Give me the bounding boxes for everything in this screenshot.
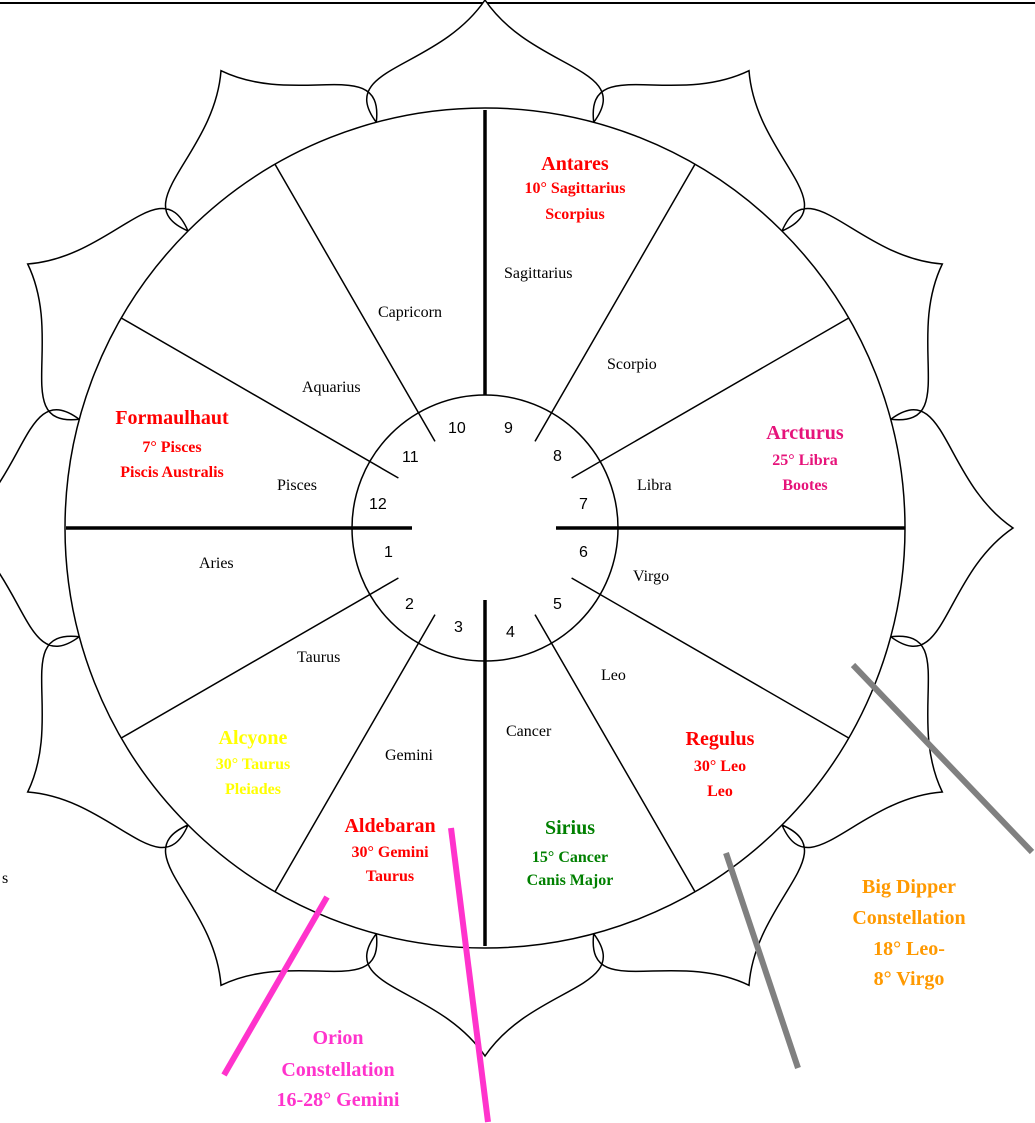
house-number-11: 11 — [402, 449, 419, 466]
star-aldebaran: Aldebaran 30° Gemini Taurus — [344, 815, 435, 885]
star-alcyone-degree: 30° Taurus — [216, 756, 290, 773]
star-antares: Antares 10° Sagittarius Scorpius — [524, 153, 625, 223]
big-dipper-label-line3: 18° Leo- — [873, 938, 945, 960]
house-number-4: 4 — [506, 624, 515, 641]
house-number-7: 7 — [579, 496, 588, 513]
house-divider-line — [274, 614, 436, 893]
big-dipper-label-line4: 8° Virgo — [874, 968, 945, 990]
big-dipper-label: Big Dipper Constellation 18° Leo- 8° Vir… — [852, 876, 965, 990]
edge-glyph: s — [2, 870, 8, 887]
house-number-9: 9 — [504, 420, 513, 437]
orion-pointer-right — [448, 827, 491, 1123]
sign-sagittarius: Sagittarius — [504, 265, 572, 282]
sign-libra: Libra — [637, 477, 672, 494]
star-sirius-name: Sirius — [545, 817, 595, 839]
star-formaulhaut-degree: 7° Pisces — [142, 439, 201, 456]
star-arcturus-name: Arcturus — [766, 422, 844, 444]
house-number-3: 3 — [454, 619, 463, 636]
house-number-12: 12 — [369, 496, 387, 513]
sign-gemini: Gemini — [385, 747, 434, 764]
star-formaulhaut-name: Formaulhaut — [115, 407, 229, 429]
sign-scorpio: Scorpio — [607, 356, 657, 373]
sign-taurus: Taurus — [297, 649, 340, 666]
orion-label-line2: Constellation — [281, 1059, 394, 1081]
star-regulus-name: Regulus — [686, 728, 755, 750]
star-alcyone-name: Alcyone — [219, 727, 288, 749]
orion-label-line3: 16-28° Gemini — [277, 1089, 400, 1111]
star-antares-name: Antares — [541, 153, 609, 175]
star-formaulhaut: Formaulhaut 7° Pisces Piscis Australis — [115, 407, 229, 481]
star-alcyone: Alcyone 30° Taurus Pleiades — [216, 727, 290, 798]
sign-pisces: Pisces — [277, 477, 317, 494]
star-regulus: Regulus 30° Leo Leo — [686, 728, 755, 800]
big-dipper-label-line1: Big Dipper — [862, 876, 956, 898]
star-aldebaran-constellation: Taurus — [366, 868, 414, 885]
house-divider-line — [534, 163, 696, 442]
star-antares-constellation: Scorpius — [545, 206, 605, 223]
star-formaulhaut-constellation: Piscis Australis — [120, 464, 224, 481]
sign-cancer: Cancer — [506, 723, 552, 740]
star-antares-degree: 10° Sagittarius — [524, 180, 625, 197]
star-arcturus: Arcturus 25° Libra Bootes — [766, 422, 844, 494]
big-dipper-pointer-left — [723, 852, 801, 1069]
house-dividers — [120, 163, 850, 893]
star-regulus-constellation: Leo — [707, 783, 733, 800]
star-regulus-degree: 30° Leo — [694, 758, 746, 775]
star-alcyone-constellation: Pleiades — [225, 781, 281, 798]
house-divider-line — [274, 163, 436, 442]
sign-capricorn: Capricorn — [378, 304, 442, 321]
big-dipper-pointer-right — [850, 662, 1035, 855]
star-aldebaran-name: Aldebaran — [344, 815, 435, 837]
sign-aries: Aries — [199, 555, 234, 572]
star-arcturus-degree: 25° Libra — [772, 452, 838, 469]
house-divider-line — [120, 577, 399, 739]
orion-label: Orion Constellation 16-28° Gemini — [277, 1027, 400, 1111]
orion-pointer-left — [221, 895, 330, 1077]
house-number-2: 2 — [405, 596, 414, 613]
house-number-10: 10 — [448, 420, 466, 437]
star-sirius: Sirius 15° Cancer Canis Major — [527, 817, 614, 889]
house-divider-line — [534, 614, 696, 893]
big-dipper-label-line2: Constellation — [852, 907, 965, 929]
sign-leo: Leo — [601, 667, 626, 684]
house-number-6: 6 — [579, 544, 588, 561]
star-sirius-degree: 15° Cancer — [532, 849, 608, 866]
sign-aquarius: Aquarius — [302, 379, 361, 396]
star-sirius-constellation: Canis Major — [527, 872, 614, 889]
star-aldebaran-degree: 30° Gemini — [351, 844, 429, 861]
house-divider-line — [120, 317, 399, 479]
star-arcturus-constellation: Bootes — [782, 477, 827, 494]
sign-virgo: Virgo — [633, 568, 669, 585]
house-number-5: 5 — [553, 596, 562, 613]
house-number-8: 8 — [553, 448, 562, 465]
orion-label-line1: Orion — [312, 1027, 363, 1049]
house-divider-line — [571, 577, 850, 739]
house-divider-line — [571, 317, 850, 479]
house-number-1: 1 — [384, 544, 393, 561]
